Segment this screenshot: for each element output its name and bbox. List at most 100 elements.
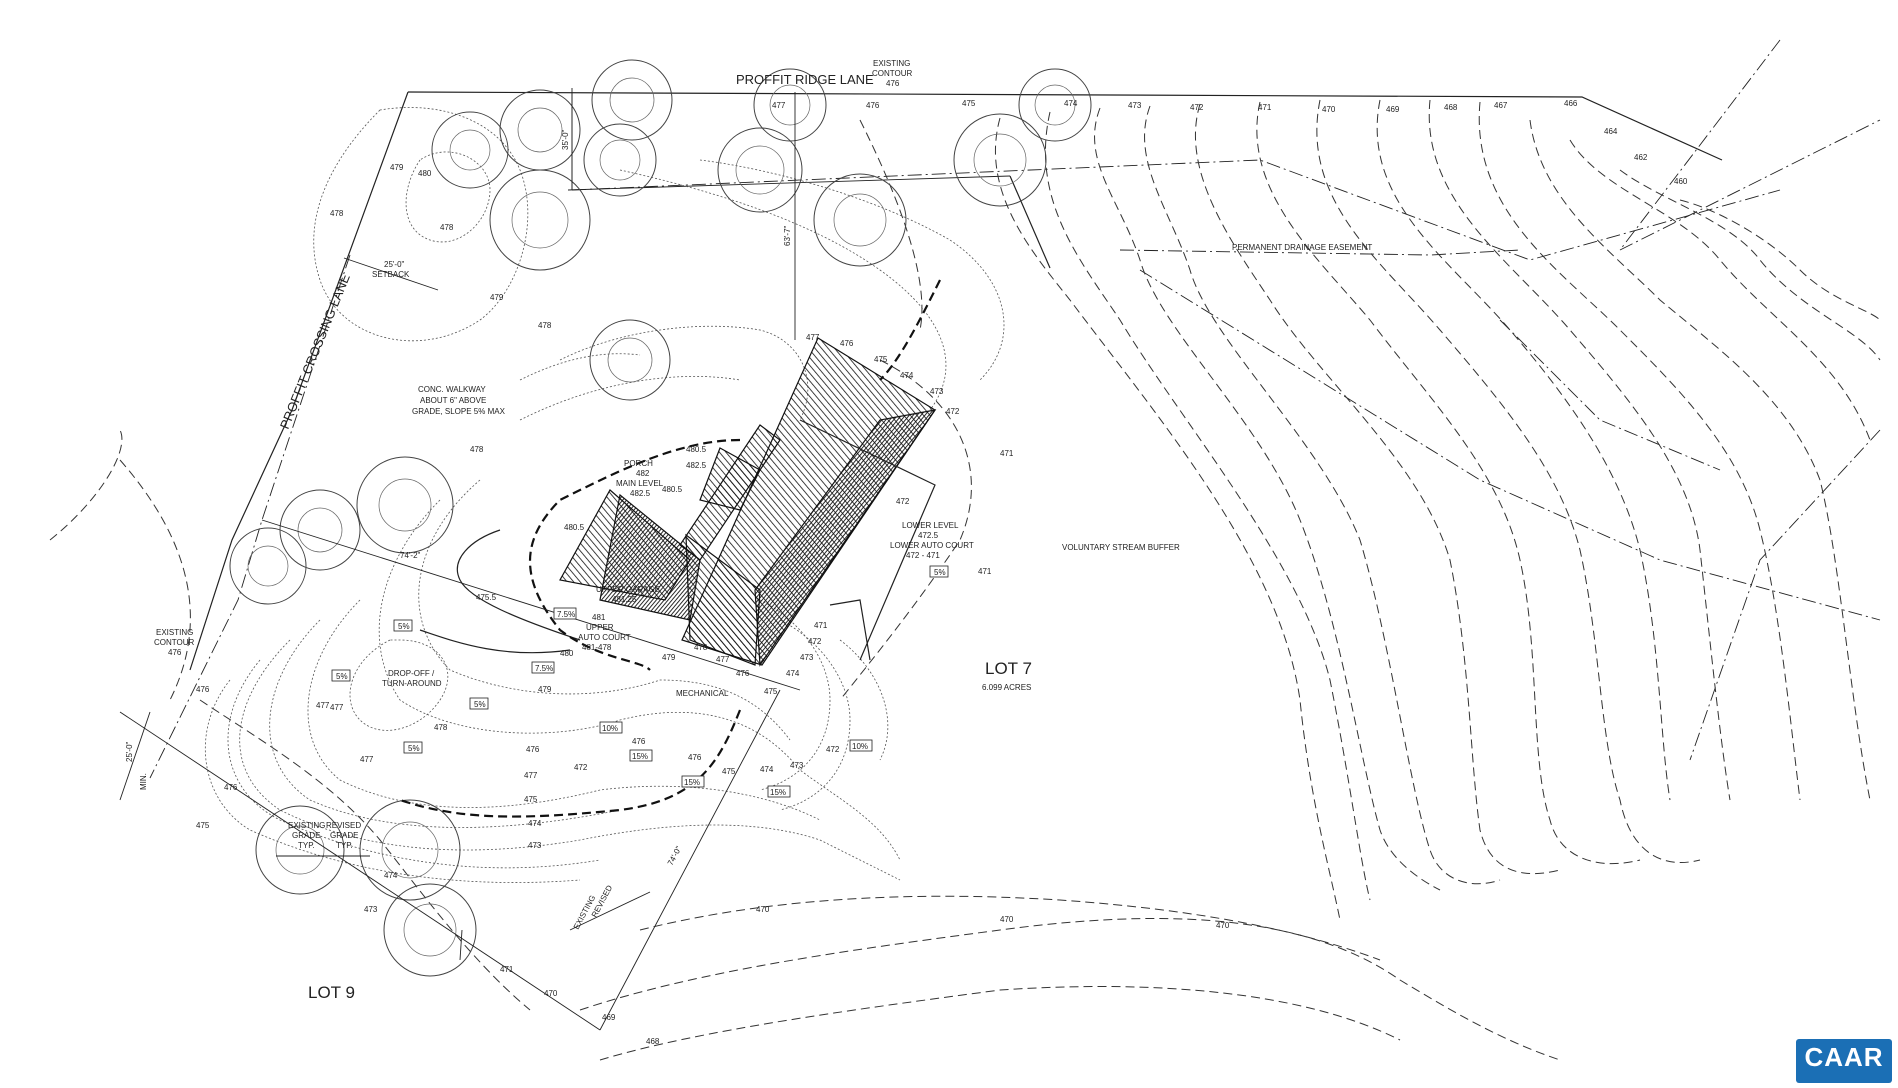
elevation-label: 477 bbox=[330, 703, 344, 712]
elevation-label: 469 bbox=[1386, 105, 1400, 114]
lower-level-label: LOWER LEVEL bbox=[902, 521, 959, 530]
elevation-label: 477 bbox=[524, 771, 538, 780]
existing-grade-label: TYP. bbox=[298, 841, 315, 850]
existing-grade-label: EXISTING bbox=[288, 821, 325, 830]
tree-icon bbox=[813, 173, 907, 267]
elevation-label: 478 bbox=[330, 209, 344, 218]
elevation-labels: 480.5 482.5 480.5 480.5 475.5 477 476 47… bbox=[196, 99, 1688, 1046]
elevation-label: 478 bbox=[440, 223, 454, 232]
elevation-label: 473 bbox=[364, 905, 378, 914]
elevation-label: 480.5 bbox=[662, 485, 683, 494]
elevation-label: 469 bbox=[602, 1013, 616, 1022]
elevation-label: 476 bbox=[840, 339, 854, 348]
elevation-label: 470 bbox=[1000, 915, 1014, 924]
dim-74b: 74'-0" bbox=[666, 845, 684, 867]
trees bbox=[229, 59, 1092, 977]
tree-icon bbox=[953, 113, 1047, 207]
elevation-label: 474 bbox=[1064, 99, 1078, 108]
upper-court-label: UPPER bbox=[586, 623, 614, 632]
dim-74: 74'-2" bbox=[400, 551, 421, 560]
elevation-label: 460 bbox=[1674, 177, 1688, 186]
existing-contour-note-b: EXISTING bbox=[156, 628, 193, 637]
elevation-label: 475 bbox=[722, 767, 736, 776]
elevation-label: 473 bbox=[1128, 101, 1142, 110]
elevation-label: 473 bbox=[930, 387, 944, 396]
elevation-label: 475 bbox=[196, 821, 210, 830]
elevation-label: 466 bbox=[1564, 99, 1578, 108]
tree-icon bbox=[431, 111, 509, 189]
setback-dim: 25'-0" bbox=[384, 260, 405, 269]
elevation-label: 477 bbox=[806, 333, 820, 342]
elevation-label: 475 bbox=[874, 355, 888, 364]
elevation-label: 473 bbox=[528, 841, 542, 850]
elevation-label: 480 bbox=[418, 169, 432, 178]
elevation-label: 479 bbox=[538, 685, 552, 694]
elevation-label: 473 bbox=[800, 653, 814, 662]
porch-label: PORCH bbox=[624, 459, 653, 468]
existing-contour-note: CONTOUR bbox=[872, 69, 913, 78]
mechanical-label: MECHANICAL bbox=[676, 689, 729, 698]
tree-icon bbox=[359, 799, 461, 901]
elevation-label: 478 bbox=[538, 321, 552, 330]
elevation-label: 478 bbox=[470, 445, 484, 454]
dimension-lines bbox=[119, 92, 801, 1031]
elevation-label: 472 bbox=[826, 745, 840, 754]
upper-court-label: 481 bbox=[592, 613, 606, 622]
elevation-label: 472 bbox=[808, 637, 822, 646]
elevation-label: 480.5 bbox=[564, 523, 585, 532]
elevation-label: 468 bbox=[1444, 103, 1458, 112]
walkway-note: GRADE, SLOPE 5% MAX bbox=[412, 407, 506, 416]
slope-tag: 7.5% bbox=[535, 664, 553, 673]
slope-tag: 7.5% bbox=[557, 610, 575, 619]
elevation-label: 471 bbox=[1258, 103, 1272, 112]
elevation-label: 462 bbox=[1634, 153, 1648, 162]
revised-grade-label: TYP. bbox=[336, 841, 353, 850]
elevation-label: 482.5 bbox=[686, 461, 707, 470]
dropoff-label: DROP-OFF / bbox=[388, 669, 435, 678]
porch-label: 482.5 bbox=[630, 489, 651, 498]
dropoff-label: TURN-AROUND bbox=[382, 679, 442, 688]
elevation-label: 476 bbox=[866, 101, 880, 110]
elevation-label: 479 bbox=[662, 653, 676, 662]
lot7-label: LOT 7 bbox=[985, 659, 1032, 678]
elevation-label: 476 bbox=[196, 685, 210, 694]
elevation-label: 470 bbox=[1216, 921, 1230, 930]
slope-tag: 10% bbox=[852, 742, 868, 751]
slope-tag: 5% bbox=[398, 622, 410, 631]
elevation-label: 471 bbox=[978, 567, 992, 576]
slope-tag: 15% bbox=[632, 752, 648, 761]
slope-tag: 15% bbox=[684, 778, 700, 787]
elevation-label: 480.5 bbox=[686, 445, 707, 454]
elevation-label: 474 bbox=[384, 871, 398, 880]
elevation-label: 478 bbox=[434, 723, 448, 732]
porch-label: MAIN LEVEL bbox=[616, 479, 664, 488]
tree-icon bbox=[591, 59, 673, 141]
caar-logo-text: CAAR bbox=[1804, 1042, 1884, 1072]
lower-level-label: 472 - 471 bbox=[906, 551, 940, 560]
elevation-label: 476 bbox=[688, 753, 702, 762]
revised-grade-label: GRADE bbox=[330, 831, 358, 840]
slope-tag: 10% bbox=[602, 724, 618, 733]
elevation-label: 476 bbox=[632, 737, 646, 746]
street-ridge-label: PROFFIT RIDGE LANE bbox=[736, 72, 874, 87]
porch-label: 482 bbox=[636, 469, 650, 478]
tree-icon bbox=[229, 527, 307, 605]
dim-min: MIN. bbox=[139, 773, 148, 790]
slope-tag: 15% bbox=[770, 788, 786, 797]
elevation-label: 477 bbox=[716, 655, 730, 664]
drainage-easement-label: PERMANENT DRAINAGE EASEMENT bbox=[1232, 243, 1372, 252]
tree-icon bbox=[383, 883, 477, 977]
slope-tags: 7.5% 5% 5% 7.5% 5% 5% 10% 15% 15% 15% 10… bbox=[331, 565, 949, 798]
elevation-label: 472 bbox=[1190, 103, 1204, 112]
elevation-label: 477 bbox=[772, 101, 786, 110]
slope-tag: 5% bbox=[474, 700, 486, 709]
lower-level-label: 472.5 bbox=[918, 531, 939, 540]
elevation-label: 476 bbox=[736, 669, 750, 678]
slope-tag: 5% bbox=[934, 568, 946, 577]
tree-icon bbox=[356, 456, 454, 554]
upper-garage-label: 481.25 bbox=[612, 595, 637, 604]
elevation-label: 476 bbox=[526, 745, 540, 754]
existing-contour-note: 476 bbox=[886, 79, 900, 88]
elevation-label: 473 bbox=[790, 761, 804, 770]
elevation-label: 476 bbox=[224, 783, 238, 792]
